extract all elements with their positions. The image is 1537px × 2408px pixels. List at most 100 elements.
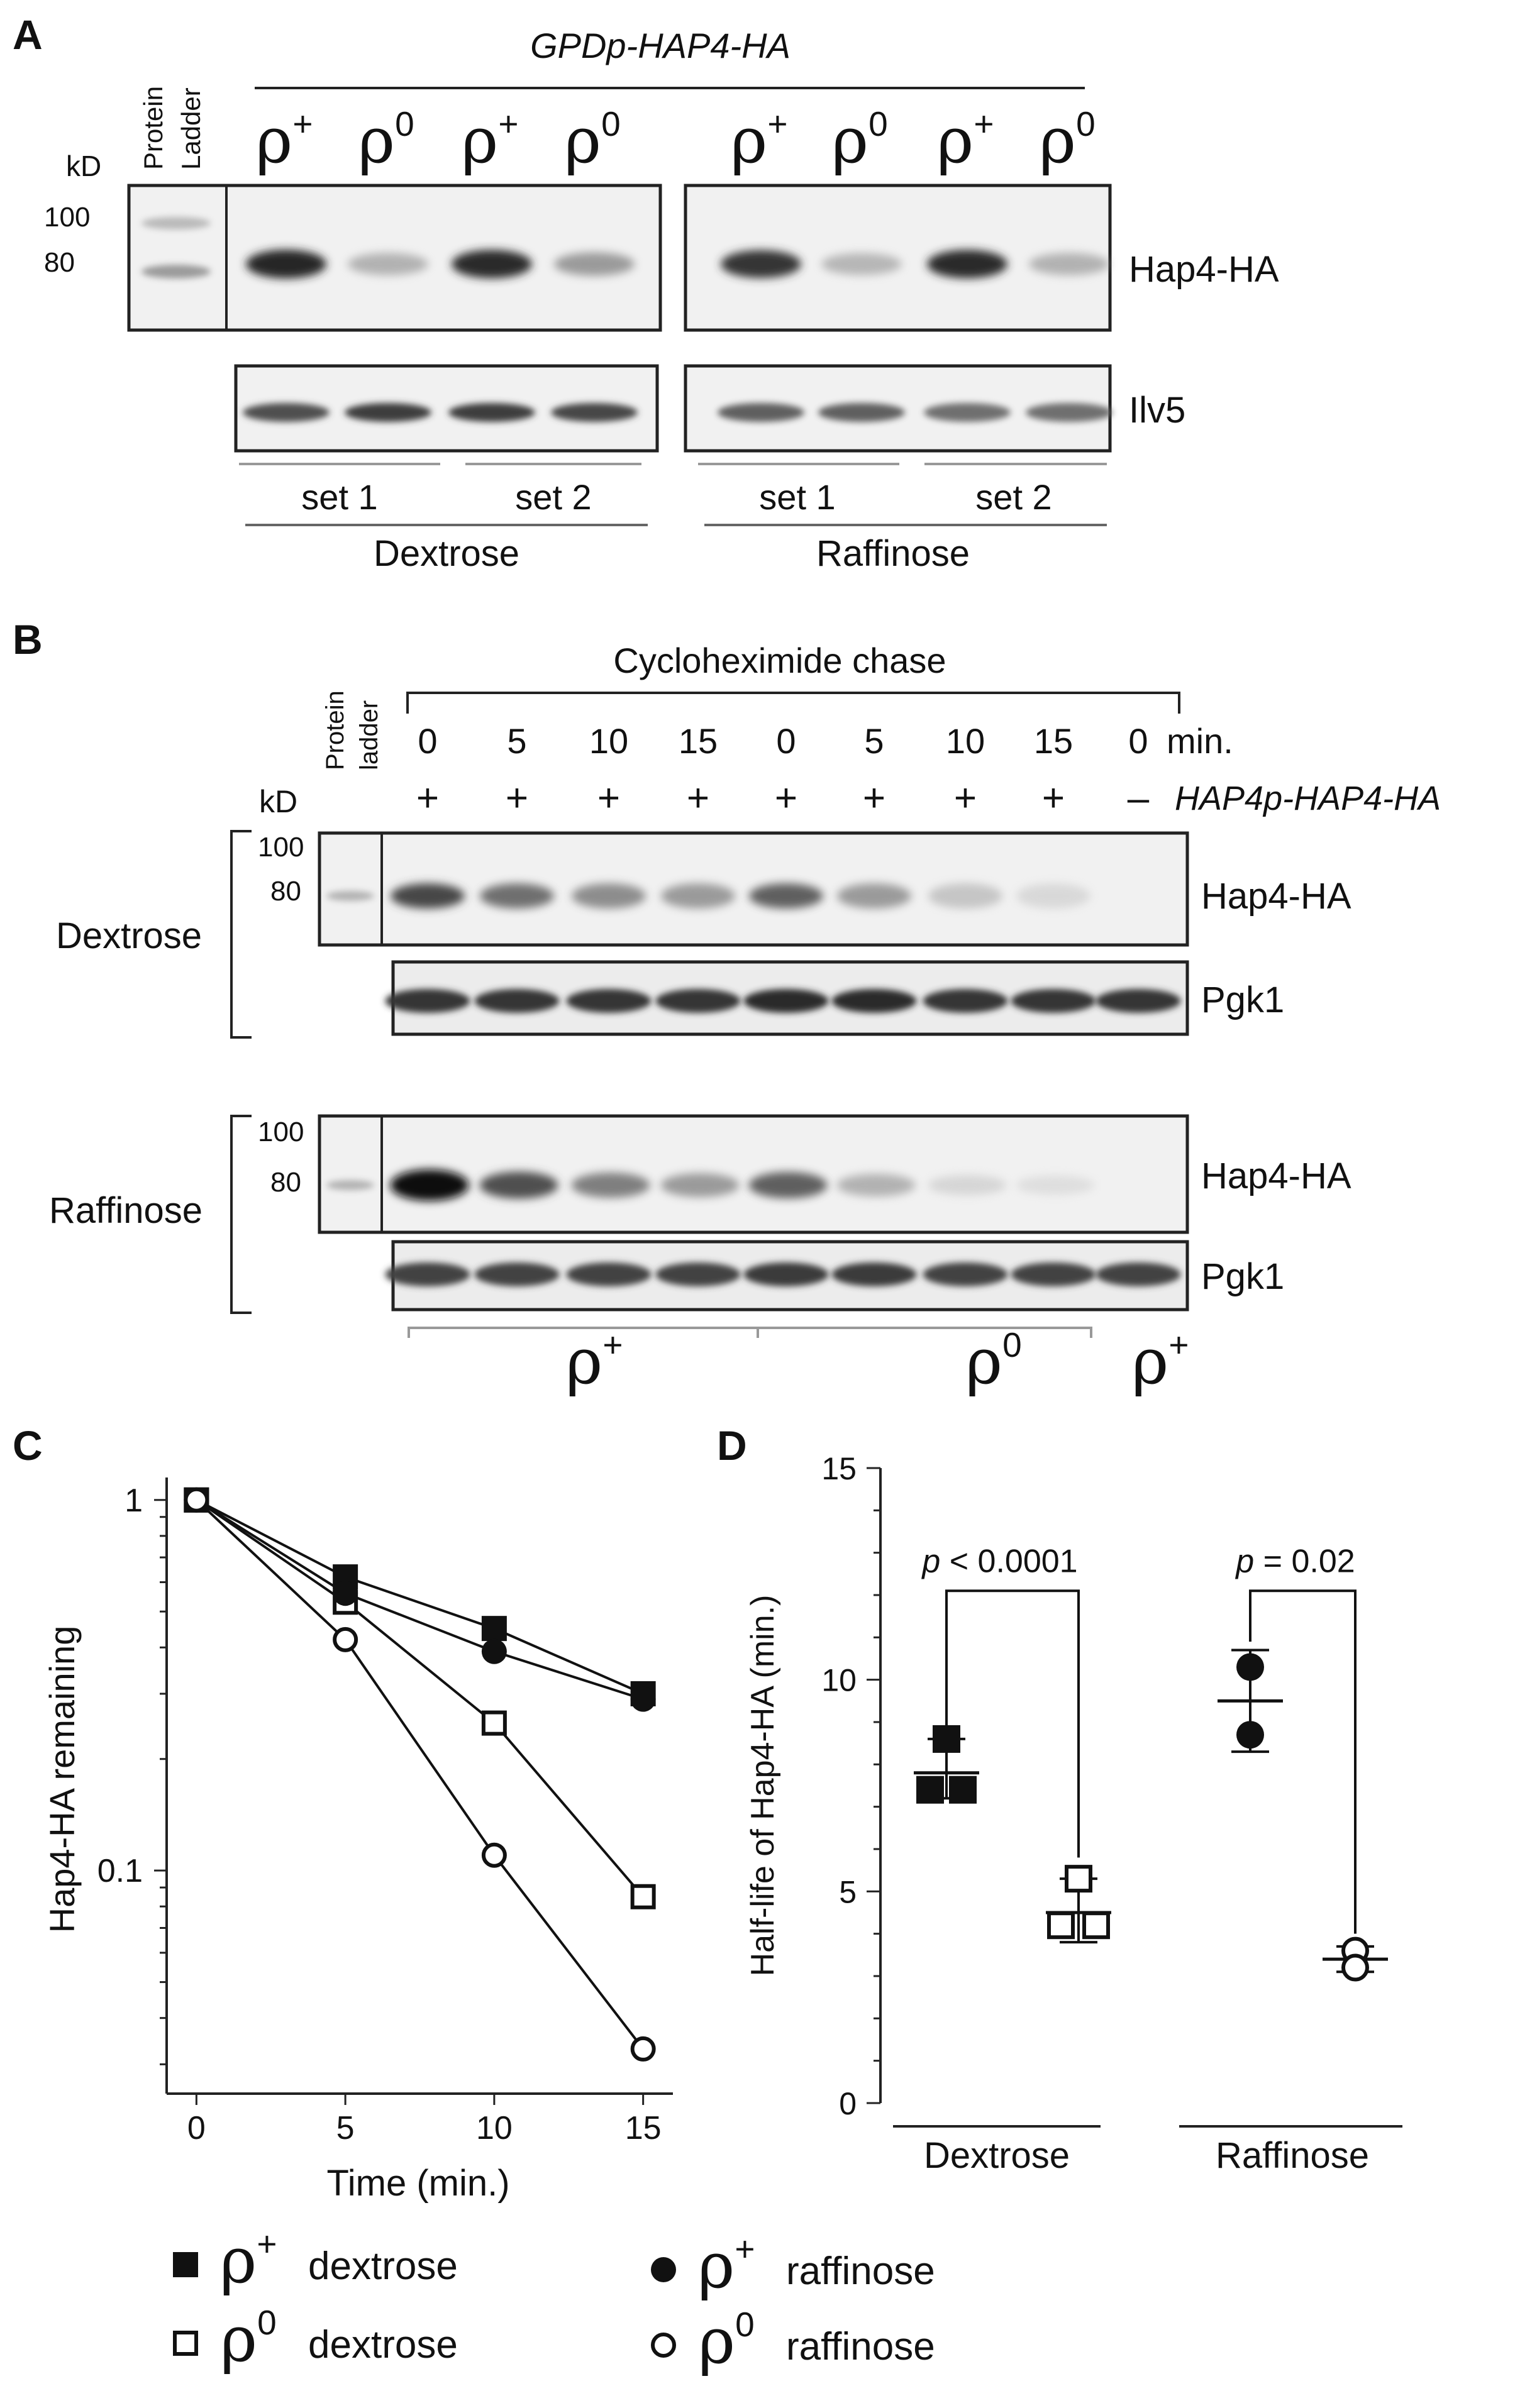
pgk1-band-b-dex-5 [743,989,829,1013]
data-point-c-s3-2 [333,1581,358,1606]
rho-label-a-2: ρ0 [358,104,414,177]
pgk1-band-b-raf-9 [1096,1262,1181,1286]
ladder-label-b-2: ladder [355,700,383,770]
panel-a: A GPDp-HAP4-HA Protein Ladder kD 100 80 … [13,11,1279,574]
pgk1-band-b-raf-7 [923,1262,1008,1286]
y-tick-label-d-1: 0 [839,2086,857,2121]
construct-sign-8: + [1042,776,1065,820]
blot-label-hap4-a: Hap4-HA [1129,249,1279,290]
significance-bracket-d-1 [945,1589,1080,1858]
legend-label-2: dextrose [308,2323,458,2367]
pgk1-band-b-raf-3 [566,1262,652,1286]
ilv5-band-a-5 [718,403,804,422]
axes-c [154,1477,673,2105]
time-unit: min. [1167,721,1233,761]
ilv5-band-a-8 [1026,403,1113,422]
y-tick-label-c-1: 1 [125,1483,143,1519]
condition-label-raffinose-a: Raffinose [816,533,970,574]
legend-label-3: raffinose [786,2250,935,2293]
hap4-band-b-dex-7 [928,883,1002,909]
time-label-7: 10 [946,721,985,761]
data-point-c-s4-2 [333,1627,358,1652]
construct-sign-4: + [687,776,709,820]
hap4-band-b-dex-6 [837,883,911,909]
series-lines-c [195,1498,645,2050]
hap4-band-a-3 [452,250,532,279]
hap4-bands-a [246,250,1109,279]
mean-sd-bars-d [914,1649,1388,1974]
p-value-d-1: p < 0.0001 [921,1543,1077,1579]
y-tick-label-d-4: 15 [821,1451,857,1486]
time-label-3: 10 [589,721,628,761]
hap4-band-b-raf-5 [748,1172,828,1198]
rho-label-a-5: ρ+ [731,104,788,177]
hap4-band-b-dex-4 [661,883,735,909]
data-point-d-s2-1 [1065,1865,1092,1893]
rho-label-a-6: ρ0 [831,104,887,177]
bracket-raffinose-b [230,1115,252,1314]
blot-label-ilv5-a: Ilv5 [1129,390,1185,431]
construct-sign-2: + [506,776,528,820]
data-point-d-s3-2 [1236,1721,1264,1749]
legend-rho-1: ρ+ [220,2224,277,2297]
bracket-dextrose-b [230,830,252,1039]
ladder-label-b-1: Protein [321,690,349,770]
blot-label-hap4-b-dex: Hap4-HA [1201,876,1351,917]
y-tick-label-d-3: 10 [821,1663,857,1698]
hap4-band-b-raf-1 [390,1169,469,1201]
x-tick-label-c-2: 5 [336,2110,355,2146]
group-label-dextrose-d: Dextrose [924,2135,1070,2176]
data-point-c-s4-1 [184,1487,209,1513]
pgk1-band-b-raf-2 [474,1262,560,1286]
rho-label-a-1: ρ+ [256,104,313,177]
ilv5-band-a-3 [448,403,535,422]
panel-letter-a: A [13,11,43,58]
data-point-d-s1-3 [949,1776,977,1804]
ladder-label-a-1: Protein [138,86,168,170]
pgk1-band-b-dex-1 [385,989,470,1013]
rho-label-a-4: ρ0 [564,104,620,177]
condition-label-raffinose-b: Raffinose [49,1190,203,1231]
significance-bracket-d-2 [1249,1589,1357,1934]
x-tick-label-c-3: 10 [476,2110,513,2146]
pgk1-band-b-raf-8 [1011,1262,1096,1286]
construct-sign-1: + [416,776,439,820]
pgk1-band-b-dex-2 [474,989,560,1013]
time-label-4: 15 [679,721,718,761]
pgk1-band-b-raf-5 [743,1262,829,1286]
series-line-c-4 [195,1499,645,2050]
hap4-band-b-raf-2 [479,1171,558,1199]
xlabel-c: Time (min.) [326,2163,509,2204]
data-point-c-s3-3 [481,1638,507,1664]
panel-letter-c: C [13,1422,43,1469]
time-label-9: 0 [1128,721,1148,761]
mw-80-b-raf: 80 [270,1167,301,1198]
group-label-b-3: ρ+ [1132,1325,1189,1398]
data-point-d-s2-3 [1082,1911,1110,1940]
kd-label-b: kD [259,784,297,819]
mw-80-b-dex: 80 [270,876,301,907]
construct-sign-9: – [1128,776,1150,820]
construct-sign-6: + [863,776,885,820]
legend-marker-1 [173,2252,198,2277]
hap4-band-b-raf-7 [928,1175,1007,1195]
data-point-d-s3-1 [1236,1653,1264,1681]
x-tick-label-c-4: 15 [625,2110,662,2146]
blot-b-dex-hap4 [318,831,1189,947]
hap4-band-b-raf-6 [836,1174,916,1196]
data-point-c-s4-4 [630,2036,656,2062]
hap4-band-b-dex-5 [749,883,823,909]
data-point-c-s3-4 [630,1686,656,1712]
blot-label-hap4-b-raf: Hap4-HA [1201,1156,1351,1196]
y-tick-label-d-2: 5 [839,1874,857,1909]
mw-100-b-raf: 100 [258,1117,304,1147]
ladder-band-b-raf [326,1180,374,1190]
legend-label-4: raffinose [786,2325,935,2368]
ladder-band-100-a [141,217,211,229]
ilv5-band-a-7 [924,403,1011,422]
